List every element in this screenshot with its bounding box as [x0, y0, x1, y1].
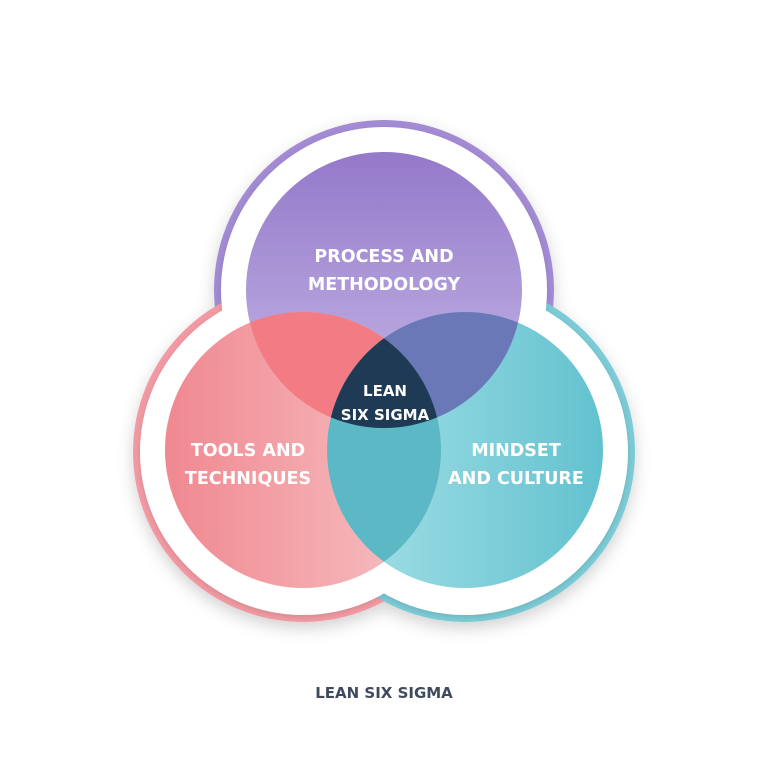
label-mindset-line1: MINDSET [471, 441, 561, 461]
overlap-center [327, 312, 441, 428]
label-mindset-line2: AND CULTURE [448, 469, 584, 489]
label-process-line2: METHODOLOGY [308, 275, 461, 295]
label-tools-line2: TECHNIQUES [185, 469, 311, 489]
label-center-line1: LEAN [363, 382, 407, 400]
label-process-line1: PROCESS AND [314, 247, 453, 267]
label-center-line2: SIX SIGMA [341, 406, 430, 424]
label-tools-line1: TOOLS AND [191, 441, 305, 461]
diagram-caption: LEAN SIX SIGMA [315, 684, 453, 702]
